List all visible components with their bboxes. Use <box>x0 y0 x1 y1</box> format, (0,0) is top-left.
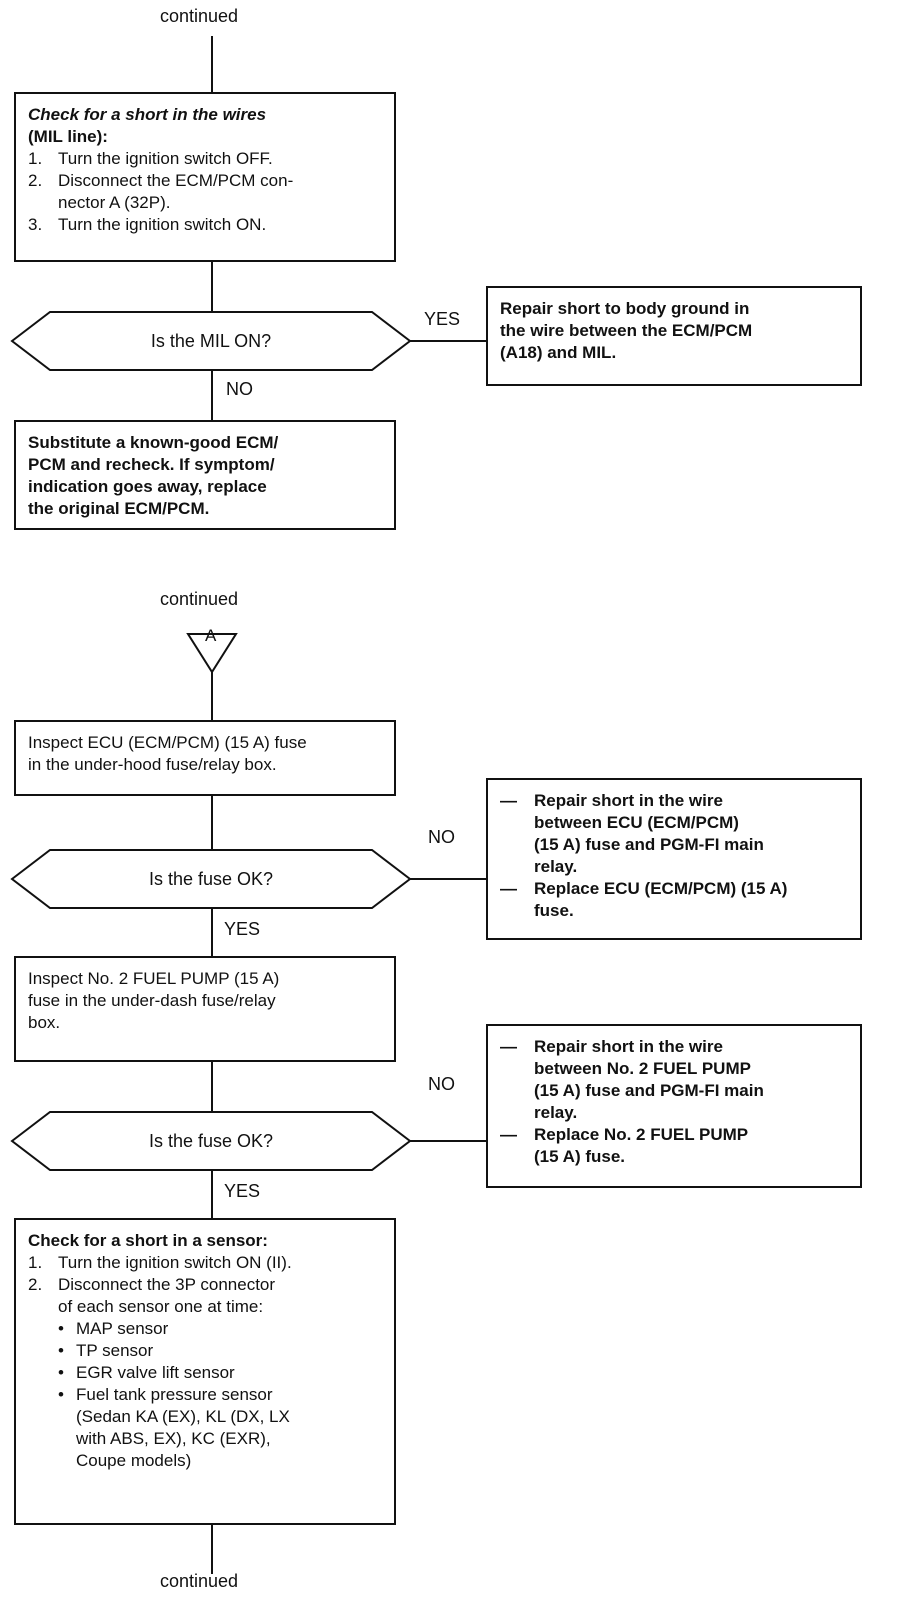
no-label-fuse2: NO <box>428 1074 455 1094</box>
text-line: between ECU (ECM/PCM) <box>534 813 739 832</box>
text-line: the original ECM/PCM. <box>28 499 210 518</box>
step-number: 1. <box>28 1253 43 1272</box>
text-line: PCM and recheck. If symptom/ <box>28 455 275 474</box>
step-number: 3. <box>28 215 43 234</box>
decision-fuse2-text: Is the fuse OK? <box>148 1131 274 1151</box>
continued-label-bottom: continued <box>160 1571 239 1591</box>
step-text: of each sensor one at time: <box>58 1297 264 1316</box>
repair-fuel-pump-fuse-box: — Repair short in the wire between No. 2… <box>486 1024 862 1188</box>
check-wires-box: Check for a short in the wires (MIL line… <box>14 92 396 262</box>
step-number: 2. <box>28 1275 43 1294</box>
bullet-text: with ABS, EX), KC (EXR), <box>76 1429 271 1448</box>
yes-label-mil: YES <box>424 309 461 329</box>
text-line: Repair short in the wire <box>534 791 723 810</box>
check-sensor-title: Check for a short in a sensor: <box>28 1231 268 1250</box>
repair-short-ground-box: Repair short to body ground in the wire … <box>486 286 862 386</box>
text-line: (15 A) fuse. <box>534 1147 626 1166</box>
continued-label-mid: continued <box>160 589 239 609</box>
dash-mark: — <box>500 1125 517 1144</box>
bullet-text: MAP sensor <box>76 1319 169 1338</box>
decision-mil-text: Is the MIL ON? <box>150 331 272 351</box>
step-text: Disconnect the ECM/PCM con- <box>58 171 294 190</box>
text-line: indication goes away, replace <box>28 477 267 496</box>
text-line: relay. <box>534 857 578 876</box>
text-line: in the under-hood fuse/relay box. <box>28 755 277 774</box>
check-wires-title: Check for a short in the wires <box>28 105 267 124</box>
text-line: Replace ECU (ECM/PCM) (15 A) <box>534 879 788 898</box>
continued-label-top: continued <box>160 6 239 26</box>
text-line: the wire between the ECM/PCM <box>500 321 753 340</box>
no-label-mil: NO <box>226 379 253 399</box>
text-line: Inspect ECU (ECM/PCM) (15 A) fuse <box>28 733 307 752</box>
text-line: (15 A) fuse and PGM-FI main <box>534 835 764 854</box>
dash-mark: — <box>500 879 517 898</box>
check-wires-subtitle: (MIL line): <box>28 127 108 146</box>
text-line: (15 A) fuse and PGM-FI main <box>534 1081 764 1100</box>
yes-label-fuse2: YES <box>224 1181 261 1201</box>
text-line: (A18) and MIL. <box>500 343 617 362</box>
step-text: Turn the ignition switch OFF. <box>58 149 273 168</box>
bullet-text: (Sedan KA (EX), KL (DX, LX <box>76 1407 290 1426</box>
dash-mark: — <box>500 1037 517 1056</box>
text-line: Repair short to body ground in <box>500 299 750 318</box>
repair-ecu-fuse-box: — Repair short in the wire between ECU (… <box>486 778 862 940</box>
step-text: Turn the ignition switch ON. <box>58 215 267 234</box>
text-line: between No. 2 FUEL PUMP <box>534 1059 751 1078</box>
inspect-ecu-fuse-box: Inspect ECU (ECM/PCM) (15 A) fuse in the… <box>14 720 396 796</box>
text-line: Substitute a known-good ECM/ <box>28 433 279 452</box>
text-line: Repair short in the wire <box>534 1037 723 1056</box>
step-number: 2. <box>28 171 43 190</box>
bullet-text: EGR valve lift sensor <box>76 1363 235 1382</box>
step-number <box>28 192 58 214</box>
decision-fuse1-text: Is the fuse OK? <box>148 869 274 889</box>
bullet-text: Coupe models) <box>76 1451 192 1470</box>
bullet-icon: • <box>58 1363 64 1382</box>
text-line: fuse. <box>534 901 574 920</box>
step-text: Turn the ignition switch ON (II). <box>58 1253 292 1272</box>
bullet-icon: • <box>58 1319 64 1338</box>
dash-mark: — <box>500 791 517 810</box>
step-number <box>28 1296 58 1318</box>
connector-triangle <box>186 633 238 674</box>
step-text: Disconnect the 3P connector <box>58 1275 276 1294</box>
connector-letter: A <box>205 626 217 645</box>
bullet-icon: • <box>58 1341 64 1360</box>
text-line: fuse in the under-dash fuse/relay <box>28 991 276 1010</box>
bullet-text: TP sensor <box>76 1341 154 1360</box>
text-line: Replace No. 2 FUEL PUMP <box>534 1125 749 1144</box>
substitute-ecm-box: Substitute a known-good ECM/ PCM and rec… <box>14 420 396 530</box>
yes-label-fuse1: YES <box>224 919 261 939</box>
check-sensor-box: Check for a short in a sensor: 1. Turn th… <box>14 1218 396 1525</box>
no-label-fuse1: NO <box>428 827 455 847</box>
text-line: box. <box>28 1013 61 1032</box>
text-line: relay. <box>534 1103 578 1122</box>
text-line: Inspect No. 2 FUEL PUMP (15 A) <box>28 969 280 988</box>
step-text: nector A (32P). <box>58 193 171 212</box>
inspect-fuel-pump-fuse-box: Inspect No. 2 FUEL PUMP (15 A) fuse in t… <box>14 956 396 1062</box>
bullet-icon: • <box>58 1385 64 1404</box>
step-number: 1. <box>28 149 43 168</box>
bullet-text: Fuel tank pressure sensor <box>76 1385 273 1404</box>
